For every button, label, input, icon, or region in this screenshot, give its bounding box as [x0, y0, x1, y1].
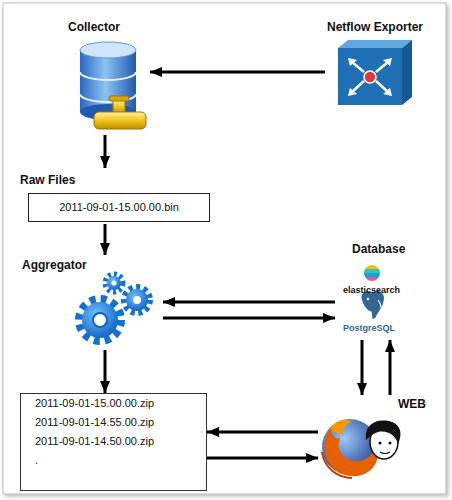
flow-arrow: [207, 457, 318, 460]
logo-text: elasticsearch: [343, 285, 433, 295]
aggregator-node: Aggregator: [18, 255, 163, 350]
flow-arrow: [104, 224, 107, 255]
flow-arrow: [104, 350, 107, 393]
logo-text: PostgreSQL: [343, 323, 433, 333]
user-face: [366, 421, 401, 459]
node-label: Aggregator: [22, 258, 122, 272]
flow-arrow: [361, 340, 364, 395]
raw-files-node: Raw Files 2011-09-01-15.00.00.bin: [18, 168, 213, 224]
flow-arrow: [150, 71, 325, 74]
web-node: WEB: [318, 395, 443, 485]
database-icon: [80, 42, 146, 129]
flow-arrow: [163, 301, 335, 304]
switch-icon: [338, 40, 412, 105]
node-label: WEB: [398, 397, 442, 411]
gears-icon: [79, 274, 150, 341]
flow-arrow: [207, 431, 318, 434]
node-label: Netflow Exporter: [327, 20, 435, 34]
frame: [3, 3, 446, 494]
collector-node: Collector: [60, 15, 150, 135]
flow-arrow: [389, 340, 392, 395]
node-label: Database: [352, 242, 432, 256]
node-label: Collector: [68, 20, 148, 34]
file-list-box: 2011-09-01-15.00.00.zip 2011-09-01-14.55.…: [20, 393, 207, 491]
file-name: 2011-09-01-14.50.00.zip: [35, 435, 200, 447]
exporter-node: Netflow Exporter: [325, 15, 435, 110]
flow-arrow: [163, 317, 335, 320]
node-label: Raw Files: [20, 173, 140, 187]
database-node: Database elasticsearchPostgreSQL: [335, 240, 435, 340]
file-name: 2011-09-01-15.00.00.bin: [28, 193, 210, 222]
elasticsearch-logo: [363, 264, 381, 283]
file-name: 2011-09-01-15.00.00.zip: [35, 397, 200, 409]
file-name: .: [35, 454, 200, 466]
file-name: 2011-09-01-14.55.00.zip: [35, 416, 200, 428]
flow-arrow: [104, 135, 107, 168]
